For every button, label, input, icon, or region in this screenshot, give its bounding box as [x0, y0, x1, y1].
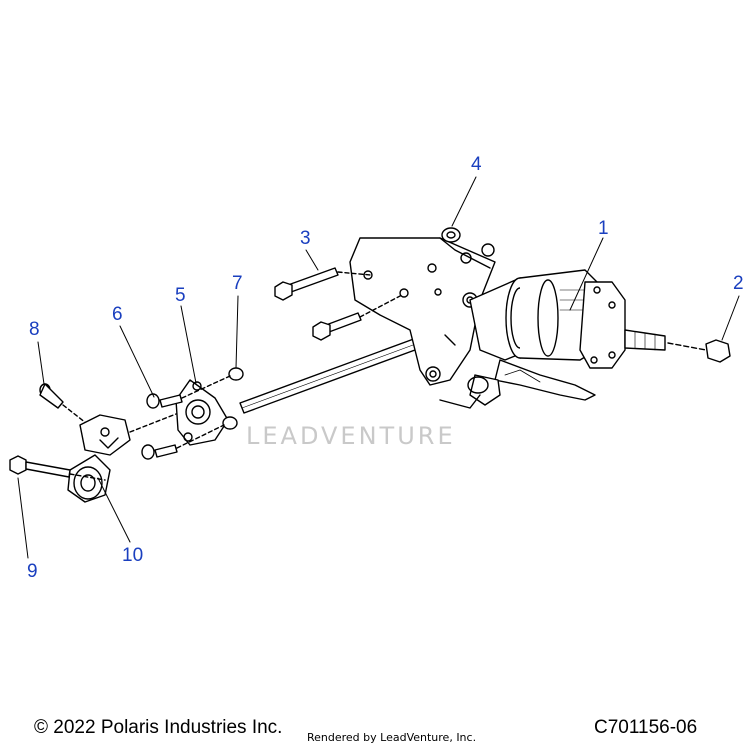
callout-9: 9: [27, 561, 38, 582]
bolt-part-8: [39, 383, 96, 431]
bolt-part-6: [141, 375, 231, 460]
bolt-part-9: [9, 455, 106, 481]
rendered-by-text: Rendered by LeadVenture, Inc.: [307, 731, 477, 744]
callout-1: 1: [598, 218, 609, 239]
steering-shaft: [239, 332, 435, 414]
mounting-bracket: [349, 237, 496, 386]
callout-10: 10: [122, 545, 144, 566]
copyright-text: © 2022 Polaris Industries Inc.: [34, 717, 283, 738]
callout-5: 5: [175, 285, 186, 306]
steering-column-motor: [439, 269, 666, 409]
callout-6: 6: [112, 304, 123, 325]
bolt-part-3: [274, 267, 403, 341]
callout-8: 8: [29, 319, 40, 340]
u-joint-part-10: [67, 413, 177, 503]
nut-part-2: [667, 339, 731, 363]
diagram-code: C701156-06: [594, 717, 698, 738]
callout-3: 3: [300, 228, 311, 249]
callout-4: 4: [471, 154, 482, 175]
callout-2: 2: [733, 273, 744, 294]
callout-7: 7: [232, 273, 243, 294]
nut-part-4: [441, 227, 461, 243]
leadventure-watermark: LEADVENTURE: [246, 422, 456, 450]
